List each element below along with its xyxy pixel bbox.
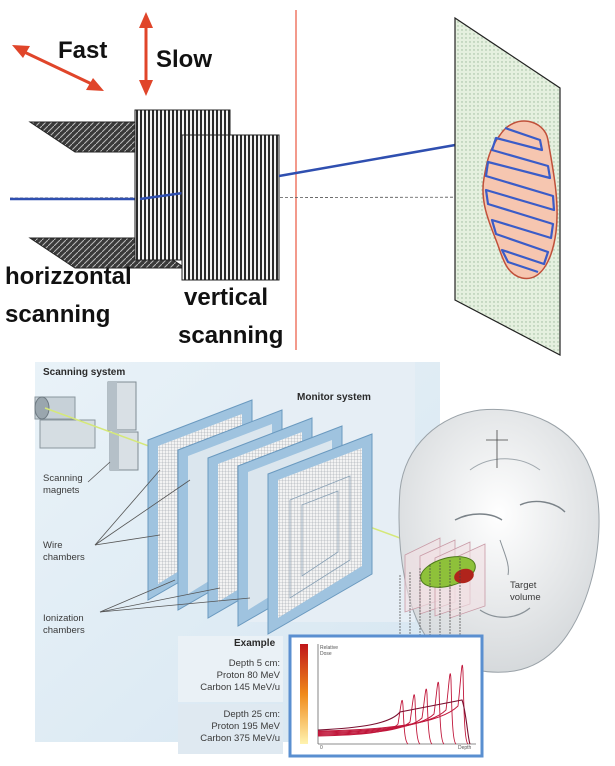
target-tumor-core bbox=[454, 568, 474, 584]
top-panel: Fast Slow horizzontal scanning vertical … bbox=[5, 10, 561, 356]
vertical-scanning-label-line1: vertical bbox=[184, 284, 268, 311]
vertical-scanning-label-line2: scanning bbox=[178, 322, 283, 349]
dose-plot-frame bbox=[288, 634, 484, 758]
scanning-magnet-1 bbox=[107, 381, 137, 431]
chamber-5 bbox=[267, 433, 373, 635]
example-box-2 bbox=[178, 704, 283, 754]
bragg-curves bbox=[317, 664, 469, 745]
fast-arrow bbox=[12, 45, 104, 91]
slow-arrow bbox=[139, 12, 153, 96]
patient-head bbox=[398, 408, 600, 673]
callout-lines bbox=[87, 461, 251, 613]
slow-label: Slow bbox=[156, 46, 212, 73]
magnet-box-left bbox=[39, 419, 96, 449]
beam-pipe bbox=[34, 396, 76, 420]
horizontal-scanning-label-line1: horizzontal bbox=[5, 263, 132, 290]
horizontal-scanning-label-line2: scanning bbox=[5, 301, 110, 328]
fast-label: Fast bbox=[58, 37, 107, 64]
bottom-panel bbox=[34, 362, 600, 758]
scanning-magnet-2 bbox=[109, 431, 139, 471]
raster-scan-path bbox=[484, 126, 556, 274]
example-box-1 bbox=[178, 636, 283, 702]
vertical-magnet-front-plate bbox=[181, 134, 280, 281]
deflected-beam bbox=[278, 139, 479, 178]
spread-out-peak bbox=[317, 699, 471, 745]
dose-plot-colorbar bbox=[300, 644, 308, 744]
